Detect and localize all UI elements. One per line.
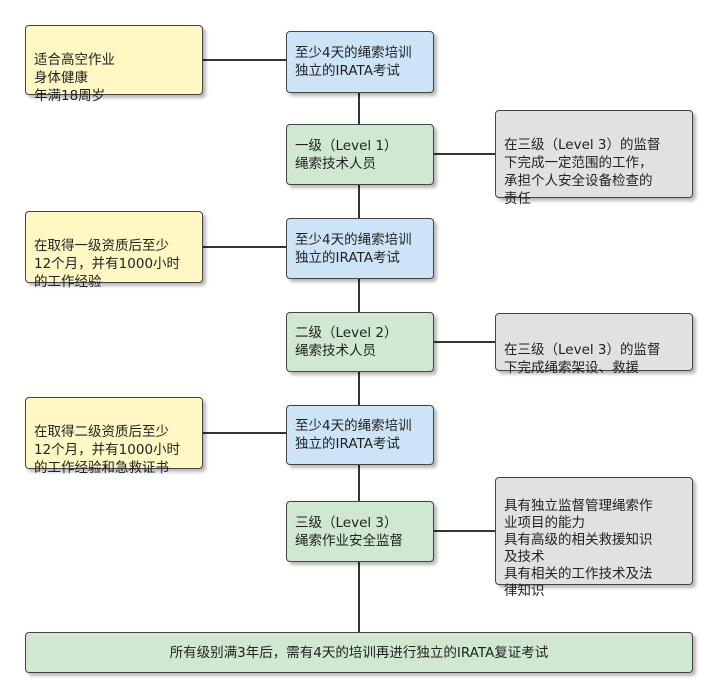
requirements-text: 适合高空作业 身体健康 年满18周岁 bbox=[34, 52, 115, 104]
level2-text: 二级（Level 2） 绳索技术人员 bbox=[295, 325, 398, 359]
level3-duty-text: 具有独立监督管理绳索作 业项目的能力 具有高级的相关救援知识 及技术 具有相关的… bbox=[504, 498, 653, 599]
req-level3-box: 在取得二级资质后至少 12个月，并有1000小时 的工作经验和急救证书 bbox=[25, 397, 203, 476]
level3-duty-box: 具有独立监督管理绳索作 业项目的能力 具有高级的相关救援知识 及技术 具有相关的… bbox=[495, 477, 693, 599]
req-level2-box: 在取得一级资质后至少 12个月，并有1000小时 的工作经验 bbox=[25, 211, 203, 290]
training-text-3: 至少4天的绳索培训 独立的IRATA考试 bbox=[295, 418, 412, 452]
level1-box: 一级（Level 1） 绳索技术人员 bbox=[286, 124, 434, 185]
level3-box: 三级（Level 3） 绳索作业安全监督 bbox=[286, 501, 434, 562]
training-box-1: 至少4天的绳索培训 独立的IRATA考试 bbox=[286, 31, 434, 93]
level3-text: 三级（Level 3） 绳索作业安全监督 bbox=[295, 514, 403, 549]
level2-duty-box: 在三级（Level 3）的监督 下完成绳索架设、救援 bbox=[495, 313, 693, 376]
recertification-box: 所有级别满3年后，需有4天的培训再进行独立的IRATA复证考试 bbox=[25, 632, 693, 673]
level1-text: 一级（Level 1） 绳索技术人员 bbox=[295, 137, 398, 172]
level1-duty-box: 在三级（Level 3）的监督 下完成一定范围的工作， 承担个人安全设备检查的 … bbox=[495, 110, 693, 207]
req-level3-text: 在取得二级资质后至少 12个月，并有1000小时 的工作经验和急救证书 bbox=[34, 424, 181, 476]
training-box-3: 至少4天的绳索培训 独立的IRATA考试 bbox=[286, 405, 434, 465]
requirements-box: 适合高空作业 身体健康 年满18周岁 bbox=[25, 25, 203, 104]
training-text-2: 至少4天的绳索培训 独立的IRATA考试 bbox=[295, 231, 412, 266]
level2-box: 二级（Level 2） 绳索技术人员 bbox=[286, 312, 434, 372]
recertification-text: 所有级别满3年后，需有4天的培训再进行独立的IRATA复证考试 bbox=[169, 644, 549, 661]
level1-duty-text: 在三级（Level 3）的监督 下完成一定范围的工作， 承担个人安全设备检查的 … bbox=[504, 137, 661, 207]
training-text-1: 至少4天的绳索培训 独立的IRATA考试 bbox=[295, 45, 412, 79]
level2-duty-text: 在三级（Level 3）的监督 下完成绳索架设、救援 bbox=[504, 342, 661, 376]
req-level2-text: 在取得一级资质后至少 12个月，并有1000小时 的工作经验 bbox=[34, 238, 181, 290]
training-box-2: 至少4天的绳索培训 独立的IRATA考试 bbox=[286, 218, 434, 279]
